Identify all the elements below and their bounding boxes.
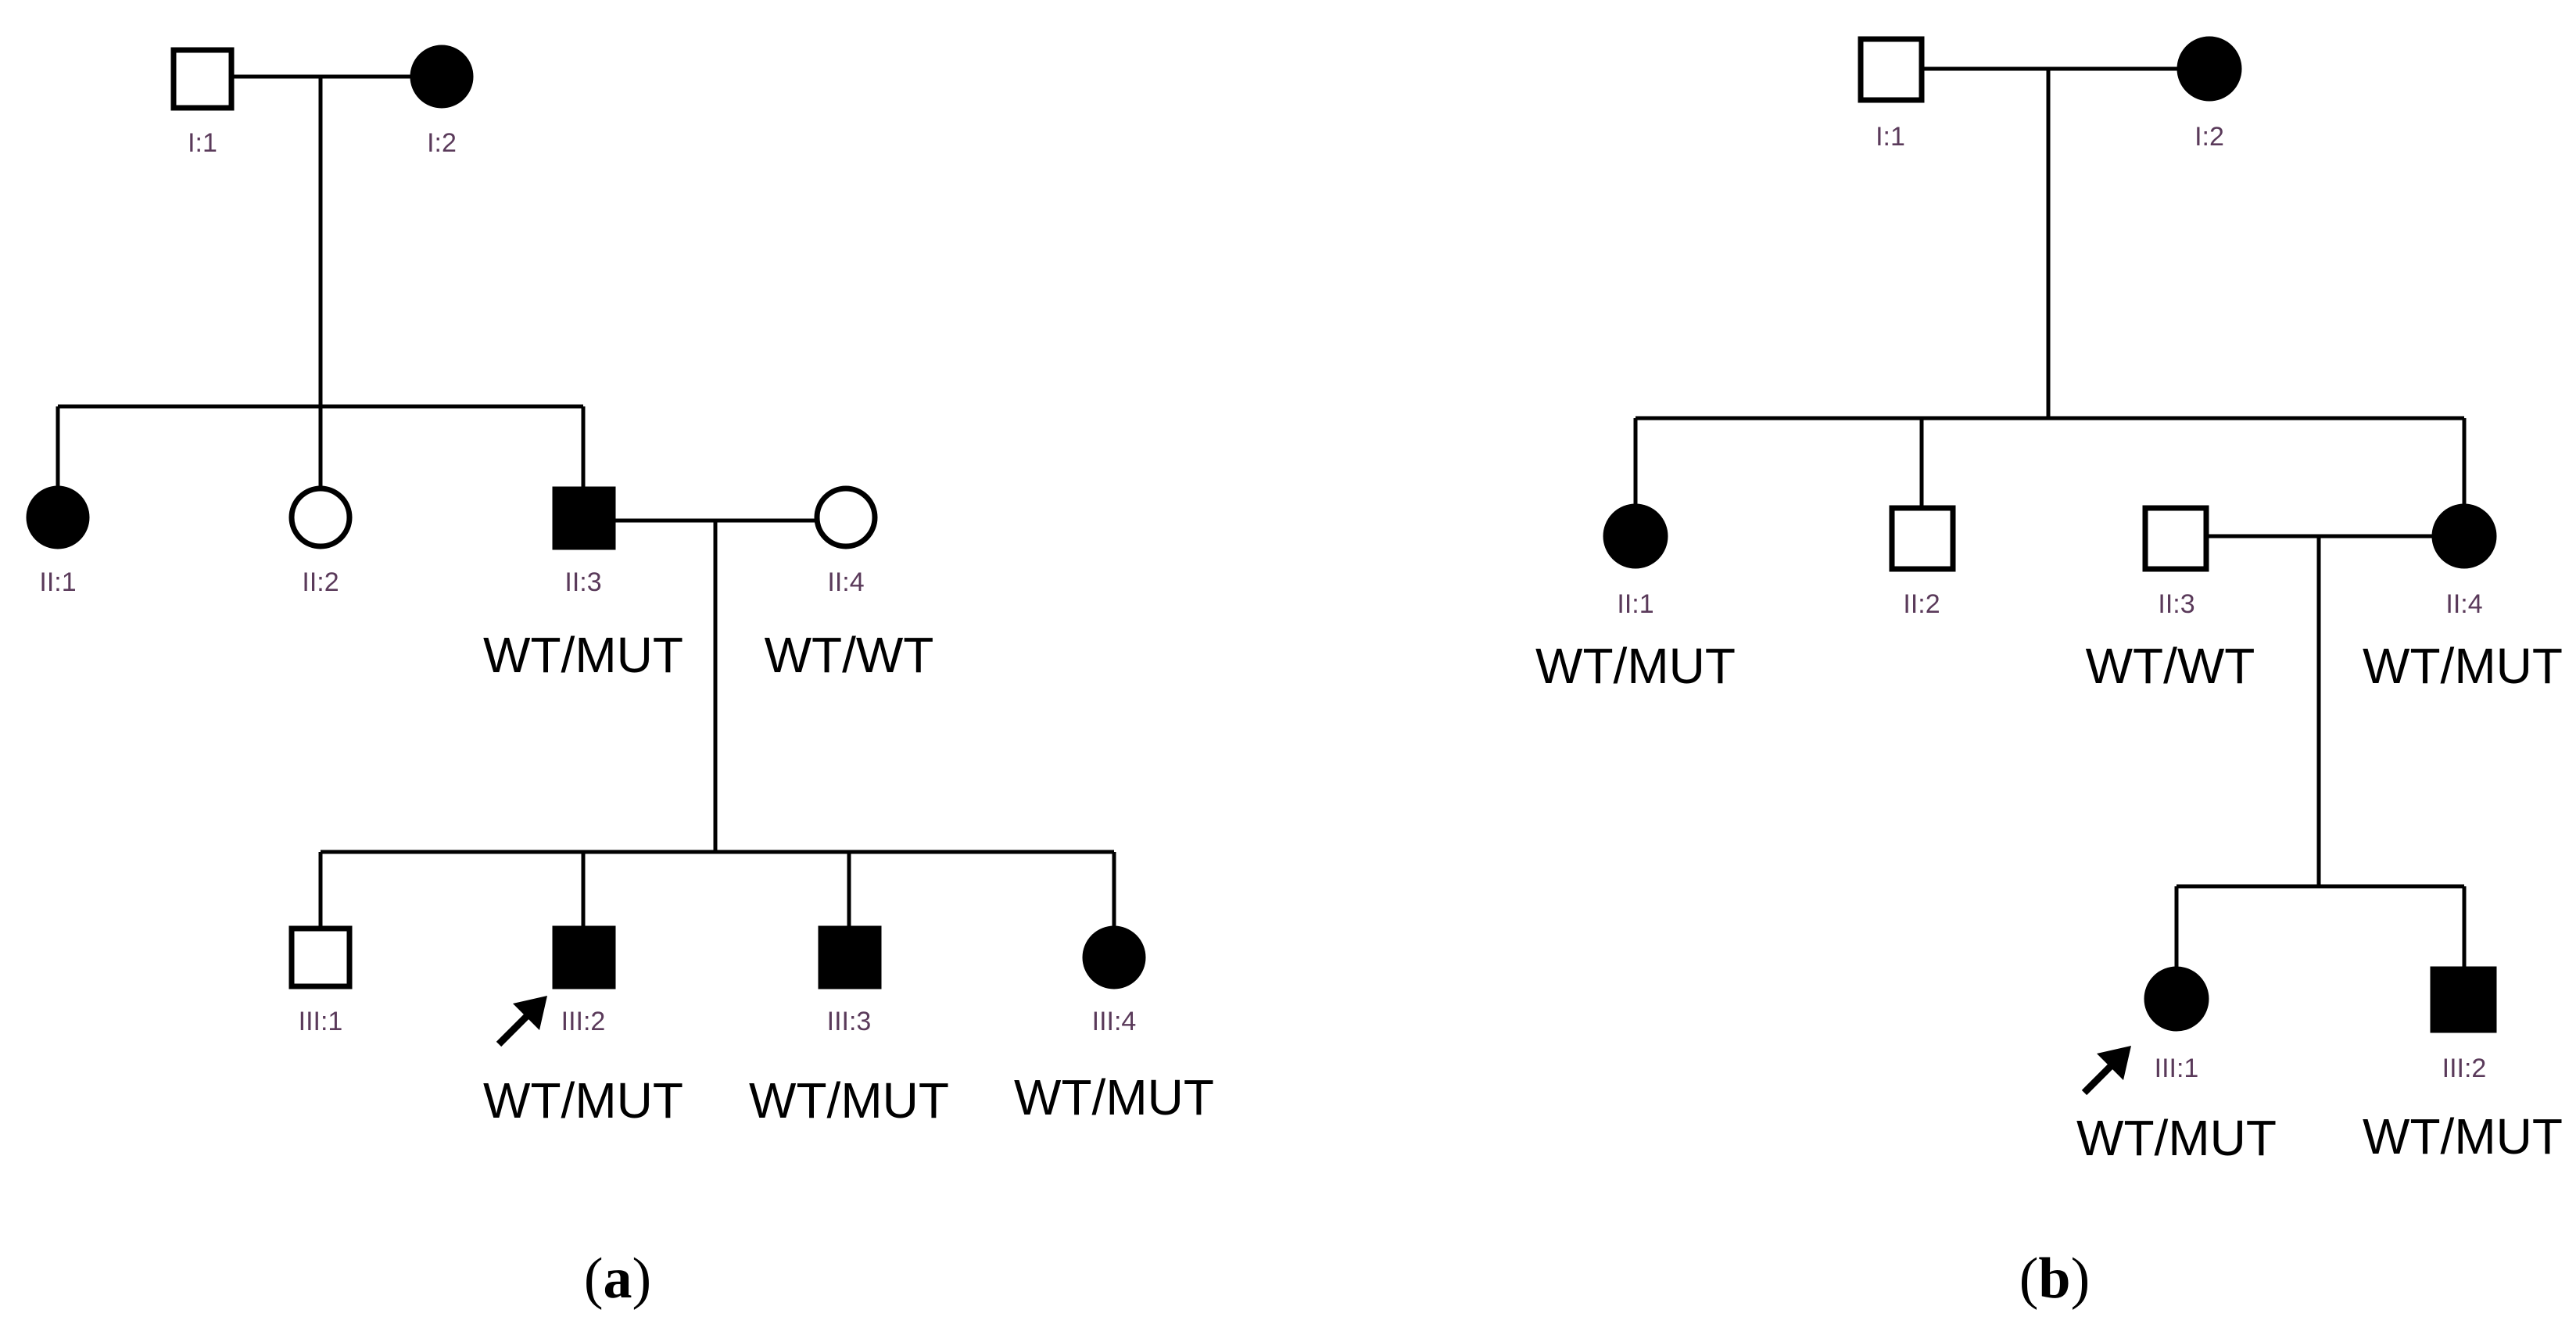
pedigree-panel-b: I:1 I:2 II:1 WT/MUT II:2 II:3 WT/WT II:4… [1535, 36, 2563, 1311]
genotype-label: WT/MUT [2363, 1108, 2563, 1165]
individual-label: I:1 [1876, 122, 1905, 152]
caption-letter: a [604, 1247, 632, 1311]
individual-label: III:1 [2155, 1054, 2199, 1083]
male-affected-symbol [2430, 966, 2497, 1033]
individual-label: I:2 [2194, 122, 2224, 152]
genotype-label: WT/MUT [483, 627, 683, 683]
female-affected-symbol [2431, 503, 2497, 569]
genotype-label: WT/MUT [2076, 1110, 2277, 1166]
male-unaffected-symbol [288, 925, 353, 989]
male-affected-symbol [552, 925, 616, 989]
male-affected-symbol [818, 925, 882, 989]
panel-caption-a: (a) [584, 1247, 651, 1311]
pedigree-lines-a [56, 74, 1116, 929]
female-affected-symbol [1082, 925, 1146, 989]
male-unaffected-symbol [170, 47, 235, 111]
individual-label: III:2 [561, 1007, 606, 1036]
caption-close-paren: ) [632, 1247, 652, 1311]
individual-label: II:1 [1617, 589, 1653, 619]
caption-close-paren: ) [2071, 1247, 2091, 1311]
caption-open-paren: ( [584, 1247, 604, 1311]
individual-label: I:2 [427, 128, 457, 158]
individual-label: II:2 [1903, 589, 1940, 619]
individual-label: II:3 [564, 567, 601, 597]
male-unaffected-symbol [1858, 36, 1925, 103]
female-affected-symbol [410, 45, 474, 109]
genotype-label: WT/WT [2086, 638, 2255, 694]
proband-arrow-icon [496, 996, 547, 1047]
pedigree-panel-a: I:1 I:2 II:1 II:2 II:3 WT/MUT II:4 WT/WT… [26, 45, 1214, 1311]
caption-open-paren: ( [2019, 1247, 2039, 1311]
genotype-label: WT/MUT [749, 1072, 949, 1129]
individual-label: III:2 [2442, 1054, 2487, 1083]
male-unaffected-symbol [1889, 505, 1956, 572]
male-unaffected-symbol [2142, 505, 2209, 572]
pedigree-lines-b [1633, 66, 2467, 969]
genotype-label: WT/WT [765, 627, 934, 683]
individual-label: III:4 [1092, 1007, 1137, 1036]
female-affected-symbol [1603, 503, 1668, 569]
male-affected-symbol [552, 486, 616, 550]
female-affected-symbol [2144, 966, 2209, 1032]
caption-letter: b [2038, 1247, 2070, 1311]
individual-label: II:3 [2158, 589, 2194, 619]
panel-caption-b: (b) [2019, 1247, 2090, 1311]
individual-label: I:1 [188, 128, 217, 158]
female-unaffected-symbol [288, 485, 353, 549]
individual-label: II:1 [39, 567, 76, 597]
individual-label: III:3 [827, 1007, 872, 1036]
female-affected-symbol [26, 485, 90, 549]
genotype-label: WT/MUT [483, 1072, 683, 1129]
female-affected-symbol [2177, 36, 2242, 102]
genotype-label: WT/MUT [1535, 638, 1736, 694]
proband-arrow-icon [2081, 1046, 2131, 1096]
female-unaffected-symbol [814, 485, 878, 549]
individual-label: II:4 [827, 567, 864, 597]
individual-label: II:4 [2445, 589, 2482, 619]
genotype-label: WT/MUT [1014, 1069, 1214, 1125]
individual-label: III:1 [299, 1007, 343, 1036]
genotype-label: WT/MUT [2363, 638, 2563, 694]
individual-label: II:2 [302, 567, 339, 597]
